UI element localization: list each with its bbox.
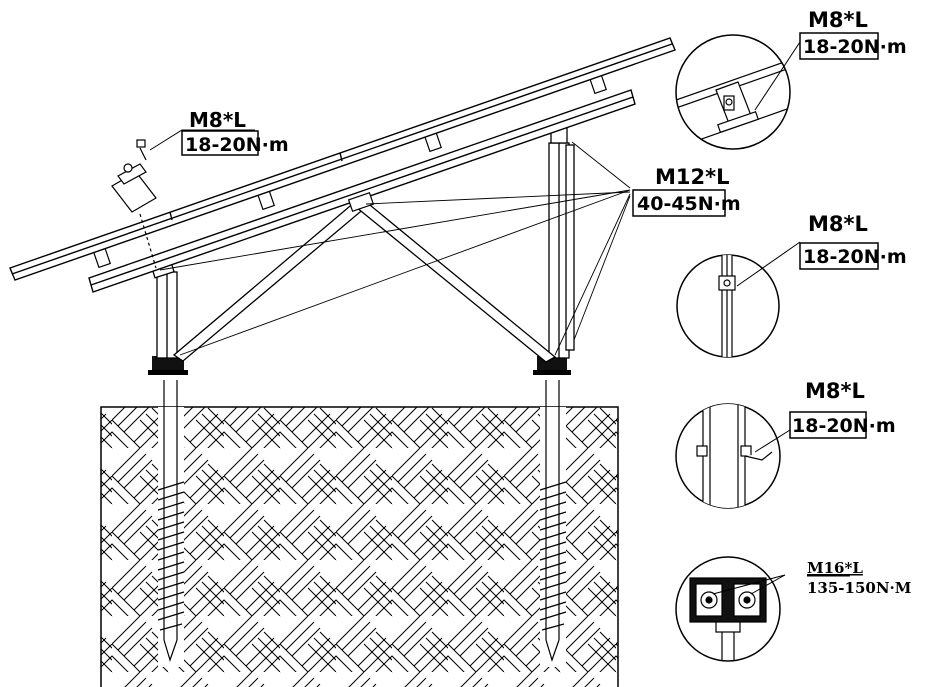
detail-3-size: M8*L (805, 379, 865, 403)
ground-block (100, 406, 619, 687)
leader-line-left-m8 (149, 129, 255, 151)
main-beam (88, 89, 636, 293)
panel-rail (9, 37, 676, 281)
detail-3-torque: 18-20N·m (792, 415, 896, 437)
detail-1-torque: 18-20N·m (803, 36, 907, 58)
label-main-bolt: M12*L 40-45N·m (632, 165, 741, 217)
detail-circle-1: M8*L 18-20N·m (675, 8, 907, 150)
detail-4-size: M16*L (807, 559, 863, 577)
detail-circle-2: M8*L 18-20N·m (676, 212, 907, 358)
label-main-bolt-torque: 40-45N·m (637, 193, 741, 215)
label-left-bolt-torque: 18-20N·m (185, 134, 289, 156)
detail-1-size: M8*L (808, 8, 868, 32)
detail-circle-3: M8*L 18-20N·m (675, 379, 896, 509)
label-left-bolt: M8*L 18-20N·m (181, 108, 289, 156)
exploded-clamp (111, 139, 157, 269)
label-main-bolt-size: M12*L (655, 165, 729, 189)
beam-connection (347, 191, 375, 213)
ground-screw-left (157, 380, 185, 662)
diagonal-braces (172, 200, 557, 363)
ground-screw-right (539, 380, 567, 662)
leader-lines-m12 (159, 141, 631, 356)
front-post (151, 261, 178, 359)
detail-circle-4: M16*L 135-150N·M (675, 556, 911, 662)
detail-4-torque: 135-150N·M (807, 579, 911, 597)
detail-2-torque: 18-20N·m (803, 246, 907, 268)
label-left-bolt-size: M8*L (189, 108, 246, 132)
base-plate-left (148, 356, 188, 375)
rear-post (548, 124, 575, 359)
detail-2-size: M8*L (808, 212, 868, 236)
